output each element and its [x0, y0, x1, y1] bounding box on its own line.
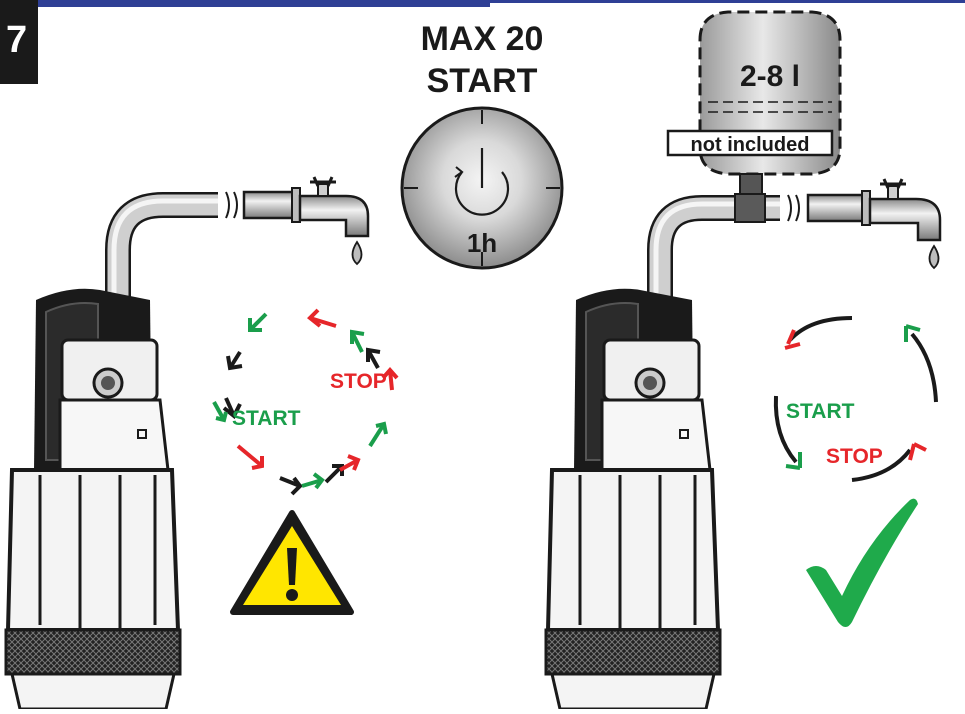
- arc-black-left: [773, 395, 802, 470]
- right-faucet-icon: [861, 178, 942, 270]
- tank-note: not included: [691, 134, 810, 156]
- right-cycle-arrows: [773, 316, 938, 482]
- arrow-green: [368, 421, 388, 448]
- arrow-black: [222, 397, 242, 420]
- pressure-tank: 2-8 l not included: [666, 10, 842, 197]
- left-pipe: [105, 190, 296, 375]
- right-start-label: START: [786, 400, 855, 423]
- tank-capacity: 2-8 l: [740, 60, 800, 93]
- right-pump: [544, 288, 722, 711]
- arrow-black: [226, 350, 243, 371]
- arc-black-bottom: [851, 442, 927, 482]
- arc-black-right: [904, 324, 938, 403]
- left-start-label: START: [232, 407, 301, 430]
- warning-icon: [230, 510, 354, 615]
- step-badge: 7: [0, 0, 38, 84]
- title-line-2: START: [427, 62, 538, 100]
- power-icon: [454, 148, 510, 216]
- left-cycle-arrows: [212, 308, 399, 496]
- header-bar: [0, 0, 965, 7]
- arrow-green: [350, 329, 365, 353]
- arrow-black: [279, 476, 303, 496]
- arrow-red: [381, 366, 399, 391]
- left-faucet-icon: [291, 176, 370, 266]
- right-stop-label: STOP: [826, 445, 883, 468]
- step-number: 7: [6, 19, 27, 61]
- arrow-red: [307, 308, 337, 328]
- arrow-green: [248, 312, 268, 332]
- arrow-green: [212, 401, 228, 423]
- arc-black-top: [784, 316, 853, 350]
- arrow-red: [339, 454, 361, 472]
- left-pump: [4, 288, 182, 711]
- left-stop-label: STOP: [330, 370, 387, 393]
- right-pipe: [647, 193, 866, 375]
- timer-clock: 1h: [400, 106, 564, 270]
- check-icon: [806, 498, 918, 627]
- arrow-black: [366, 347, 381, 369]
- arrow-red: [236, 444, 264, 470]
- arrow-green: [301, 472, 325, 490]
- title-line-1: MAX 20: [421, 20, 544, 58]
- timer-label: 1h: [467, 228, 497, 258]
